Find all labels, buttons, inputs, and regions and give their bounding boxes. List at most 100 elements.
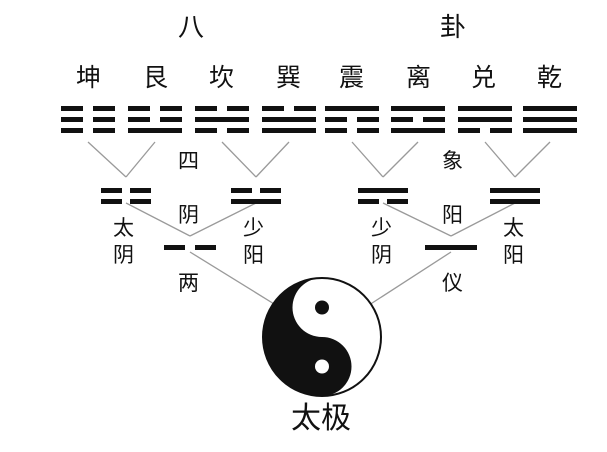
trigram-name-li: 离: [406, 63, 432, 92]
connector-trigram-1: [125, 141, 156, 178]
four-images-char-si: 四: [178, 149, 199, 173]
four-image-2-line-0-yin-right: [387, 199, 408, 204]
trigram-name-zhen: 震: [339, 63, 365, 92]
label-tai-yin-1: 太: [113, 216, 134, 240]
trigram-4-line-0-yin-left: [325, 128, 347, 133]
connector-trigram-0: [87, 141, 127, 178]
four-image-0-line-0-yin-right: [130, 199, 151, 204]
label-shao-yin-1: 少: [371, 216, 392, 240]
four-image-3-line-1-yang: [490, 188, 540, 193]
trigram-1-line-0-yang: [128, 128, 182, 133]
trigram-name-qian: 乾: [537, 63, 563, 92]
connector-trigram-3: [255, 141, 290, 178]
trigram-0-line-2-yin-left: [61, 106, 83, 111]
connector-form-yin: [189, 251, 280, 308]
taiji-yin-eye: [315, 300, 329, 315]
two-forms-char-yi: 仪: [442, 271, 463, 295]
label-tai-yang-1: 太: [503, 216, 524, 240]
trigram-symbols: [61, 106, 577, 133]
label-tai-yin-2: 阴: [113, 243, 134, 267]
trigram-2-line-0-yin-left: [195, 128, 217, 133]
two-form-yang-line-0-yang: [425, 245, 477, 250]
trigram-3-line-0-yang: [262, 128, 316, 133]
trigram-4-line-1-yin-right: [357, 117, 379, 122]
label-shao-yin-2: 阴: [371, 243, 392, 267]
connector-image-0: [125, 202, 191, 237]
trigram-3-line-2-yin-left: [262, 106, 284, 111]
two-form-symbols: [164, 245, 477, 250]
trigram-0-line-0-yin-left: [61, 128, 83, 133]
trigram-1-line-1-yin-right: [160, 117, 182, 122]
taiji-dark-half: [263, 278, 352, 396]
trigram-7-line-0-yang: [523, 128, 577, 133]
connector-trigram-2: [221, 141, 257, 178]
trigram-6-line-0-yin-right: [490, 128, 512, 133]
yang-label: 阳: [442, 203, 463, 227]
trigram-7-line-1-yang: [523, 117, 577, 122]
trigram-5-line-1-yin-left: [391, 117, 413, 122]
trigram-name-gen: 艮: [143, 63, 169, 92]
two-form-yin-line-0-yin-right: [195, 245, 216, 250]
four-image-1-line-1-yin-left: [231, 188, 252, 193]
trigram-name-dui: 兑: [471, 63, 497, 92]
title-char-gua: 卦: [440, 13, 467, 43]
label-shao-yang-1: 少: [243, 216, 264, 240]
trigram-6-line-0-yin-left: [458, 128, 480, 133]
connector-trigram-5: [382, 141, 419, 178]
title-char-ba: 八: [178, 13, 205, 43]
trigram-5-line-2-yang: [391, 106, 445, 111]
connector-form-yang: [365, 251, 452, 308]
connector-trigram-6: [484, 141, 516, 178]
trigram-name-kun: 坤: [76, 63, 102, 92]
trigram-4-line-0-yin-right: [357, 128, 379, 133]
two-forms-char-liang: 两: [178, 271, 199, 295]
taiji-symbol: [262, 277, 382, 397]
trigram-6-line-2-yang: [458, 106, 512, 111]
trigram-1-line-1-yin-left: [128, 117, 150, 122]
connector-image-3: [450, 202, 516, 237]
trigram-1-line-2-yin-left: [128, 106, 150, 111]
trigram-5-line-0-yang: [391, 128, 445, 133]
four-image-symbols: [101, 188, 540, 204]
trigram-2-line-2-yin-right: [227, 106, 249, 111]
trigram-2-line-2-yin-left: [195, 106, 217, 111]
two-form-yin-line-0-yin-left: [164, 245, 185, 250]
trigram-5-line-1-yin-right: [423, 117, 445, 122]
trigram-3-line-2-yin-right: [294, 106, 316, 111]
trigram-2-line-1-yang: [195, 117, 249, 122]
four-image-3-line-0-yang: [490, 199, 540, 204]
trigram-4-line-2-yang: [325, 106, 379, 111]
trigram-1-line-2-yin-right: [160, 106, 182, 111]
four-image-0-line-1-yin-left: [101, 188, 122, 193]
connector-trigram-4: [351, 141, 384, 178]
trigram-name-xun: 巽: [276, 63, 302, 92]
label-tai-yang-2: 阳: [503, 243, 524, 267]
trigram-4-line-1-yin-left: [325, 117, 347, 122]
trigram-7-line-2-yang: [523, 106, 577, 111]
trigram-0-line-1-yin-left: [61, 117, 83, 122]
four-image-0-line-0-yin-left: [101, 199, 122, 204]
yin-label: 阴: [178, 203, 199, 227]
connector-image-1: [189, 202, 257, 237]
trigram-6-line-1-yang: [458, 117, 512, 122]
trigram-0-line-1-yin-right: [93, 117, 115, 122]
trigram-3-line-1-yang: [262, 117, 316, 122]
four-image-2-line-0-yin-left: [358, 199, 379, 204]
four-image-1-line-1-yin-right: [260, 188, 281, 193]
trigram-0-line-0-yin-right: [93, 128, 115, 133]
taiji-yang-eye: [315, 359, 329, 374]
connector-lines: [87, 141, 551, 308]
trigram-name-kan: 坎: [209, 63, 235, 92]
label-shao-yang-2: 阳: [243, 243, 264, 267]
four-image-2-line-1-yang: [358, 188, 408, 193]
four-image-1-line-0-yang: [231, 199, 281, 204]
four-images-char-xiang: 象: [442, 149, 463, 173]
taiji-label: 太极: [291, 401, 351, 436]
trigram-0-line-2-yin-right: [93, 106, 115, 111]
connector-trigram-7: [514, 141, 551, 178]
trigram-2-line-0-yin-right: [227, 128, 249, 133]
four-image-0-line-1-yin-right: [130, 188, 151, 193]
connector-image-2: [382, 202, 452, 237]
